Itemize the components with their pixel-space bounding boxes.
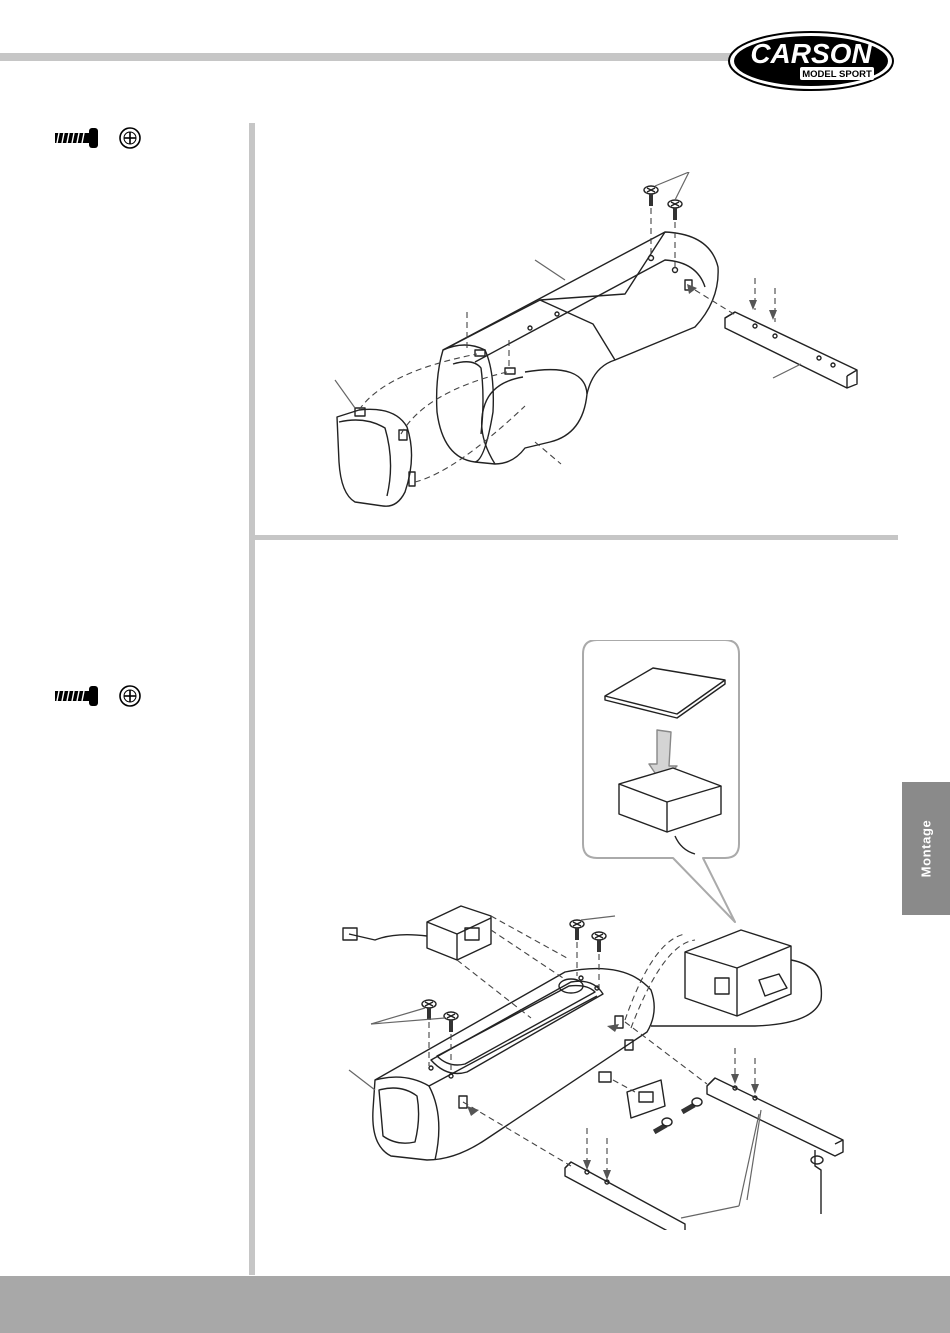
phillips-head-icon [120, 686, 140, 706]
step-1-hardware [55, 126, 145, 155]
footer-band [0, 1276, 950, 1333]
handle-housing [373, 969, 654, 1160]
phillips-head-icon [120, 128, 140, 148]
carson-logo-icon: CARSON MODEL SPORT [728, 30, 894, 92]
screw-icon [681, 1098, 702, 1114]
header-rule [0, 53, 735, 61]
servo [343, 906, 491, 960]
handle-housing [437, 232, 719, 464]
screw-icon [653, 1118, 672, 1134]
step-divider [255, 535, 898, 540]
screw-icon [55, 686, 98, 706]
section-tab: Montage [902, 782, 950, 915]
section-tab-label: Montage [919, 820, 934, 878]
step-2-illustration [335, 640, 855, 1235]
end-cap [337, 408, 415, 506]
side-rail [707, 1078, 843, 1214]
step-2-hardware [55, 684, 145, 713]
brand-name: CARSON [750, 38, 872, 69]
screw-icon [570, 920, 584, 940]
brand-tagline: MODEL SPORT [802, 69, 872, 80]
side-rail [725, 312, 857, 388]
screw-icon [592, 932, 606, 952]
switch-plate [627, 1080, 665, 1118]
screw-icon [422, 1000, 436, 1020]
screw-icon [668, 200, 682, 220]
screw-icon [55, 128, 98, 148]
screw-icon [644, 186, 658, 206]
screw-icon [444, 1012, 458, 1032]
side-rail [565, 1162, 685, 1230]
column-divider [249, 123, 255, 1275]
brand-logo: CARSON MODEL SPORT [728, 30, 894, 92]
receiver-detail-inset [583, 640, 739, 922]
receiver [651, 930, 821, 1026]
step-1-illustration [325, 172, 870, 527]
